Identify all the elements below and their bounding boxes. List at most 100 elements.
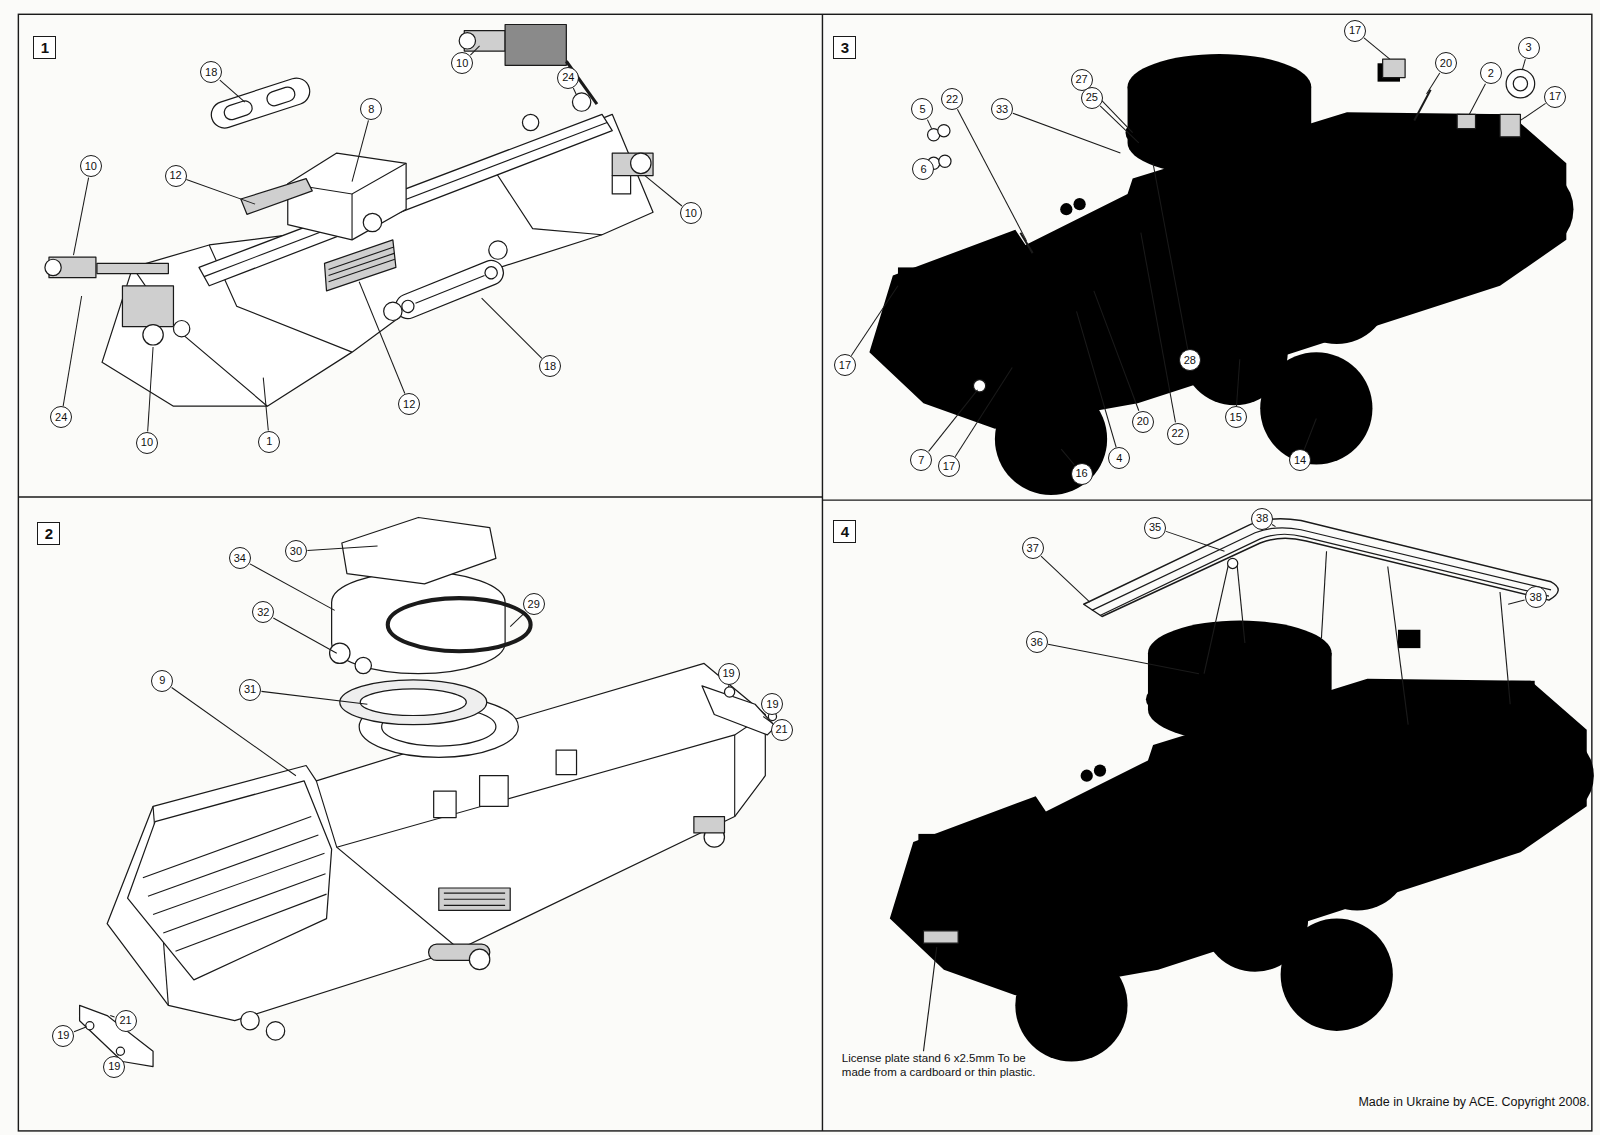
callout-number: 38 [1251,508,1273,530]
callout-number: 21 [115,1010,137,1032]
leader-line [74,1027,87,1032]
note-text: License plate stand 6 x2.5mm To be made … [842,1052,1037,1080]
leader-line [261,691,367,704]
callout-number: 31 [239,679,261,701]
callout-number: 29 [523,593,545,615]
leader-line [186,179,255,204]
leader-line [307,546,377,550]
callout-number: 12 [398,393,420,415]
part-number: 33 [996,104,1008,115]
part-number: 7 [918,455,924,466]
callout-number: 19 [52,1025,74,1047]
part-number: 18 [544,361,556,372]
callout-number: 10 [680,202,702,224]
leader-line [73,178,88,255]
leader-line [1237,359,1240,406]
leader-line [573,88,576,95]
part-number: 24 [562,72,574,83]
leader-line [1141,233,1176,423]
leader-line [929,390,978,451]
part-number: 16 [1076,468,1088,479]
callout-number: 14 [1289,449,1311,471]
callout-number: 38 [1525,586,1547,608]
callout-number: 17 [834,354,856,376]
part-number: 8 [368,104,374,115]
part-number: 25 [1086,92,1098,103]
part-number: 9 [159,675,165,686]
callout-number: 28 [1179,349,1201,371]
callout-number: 21 [771,719,793,741]
step-number-box: 3 [833,36,856,59]
callout-number: 32 [252,601,274,623]
part-number: 38 [1530,592,1542,603]
leader-line [1520,103,1545,120]
part-number: 34 [234,553,246,564]
leader-line [273,618,336,653]
leader-line [645,176,682,206]
leader-line [1153,163,1188,349]
step-number: 2 [45,526,53,541]
callout-number: 18 [200,61,222,83]
part-number: 22 [946,94,958,105]
part-number: 6 [920,164,926,175]
part-number: 3 [1526,42,1532,53]
leader-line [1272,525,1275,527]
callout-number: 18 [539,355,561,377]
leader-line [728,685,729,687]
leader-line [1166,531,1224,551]
leader-line [1100,106,1139,143]
part-number: 2 [1488,68,1494,79]
part-number: 14 [1294,455,1306,466]
part-number: 36 [1031,637,1043,648]
part-number: 19 [57,1030,69,1041]
leader-line [1041,556,1090,602]
callout-number: 19 [103,1056,125,1078]
leader-line [220,80,245,102]
callout-number: 8 [360,98,382,120]
part-number: 21 [776,724,788,735]
leader-line [1013,113,1121,153]
callout-number: 20 [1435,52,1457,74]
part-number: 19 [722,668,734,679]
callout-number: 4 [1108,447,1130,469]
part-number: 20 [1137,416,1149,427]
part-number: 20 [1440,58,1452,69]
leader-line [117,1054,118,1055]
part-number: 15 [1230,412,1242,423]
leader-line [1048,644,1199,673]
leader-line [957,109,1026,241]
step-number: 1 [41,40,49,55]
copyright-text: Made in Ukraine by ACE. Copyright 2008. [1358,1096,1589,1109]
part-number: 37 [1027,543,1039,554]
leader-line [1061,449,1074,465]
part-number: 21 [119,1015,131,1026]
callout-number: 25 [1081,87,1103,109]
callout-number: 24 [50,406,72,428]
leader-line [510,612,525,626]
leader-line [63,296,82,406]
step-number: 4 [841,524,849,539]
leader-line [1508,600,1524,604]
part-number: 30 [290,546,302,557]
leader-line [851,286,898,356]
part-number: 22 [1171,428,1183,439]
leader-line [763,717,772,724]
step-number: 3 [841,40,849,55]
part-number: 28 [1184,355,1196,366]
leader-line [148,347,153,431]
callout-number: 3 [1518,37,1540,59]
leader-line [1077,311,1117,447]
part-number: 32 [257,607,269,618]
step-number-box: 2 [37,522,60,545]
callout-number: 20 [1132,411,1154,433]
leader-line [263,378,268,431]
callout-number: 9 [151,670,173,692]
leader-line [470,46,479,55]
step-number-box: 4 [833,520,856,543]
callout-number: 36 [1026,631,1048,653]
part-number: 10 [456,58,468,69]
callout-number: 10 [80,155,102,177]
callout-number: 16 [1071,463,1093,485]
leader-line [359,282,405,394]
part-number: 31 [244,684,256,695]
